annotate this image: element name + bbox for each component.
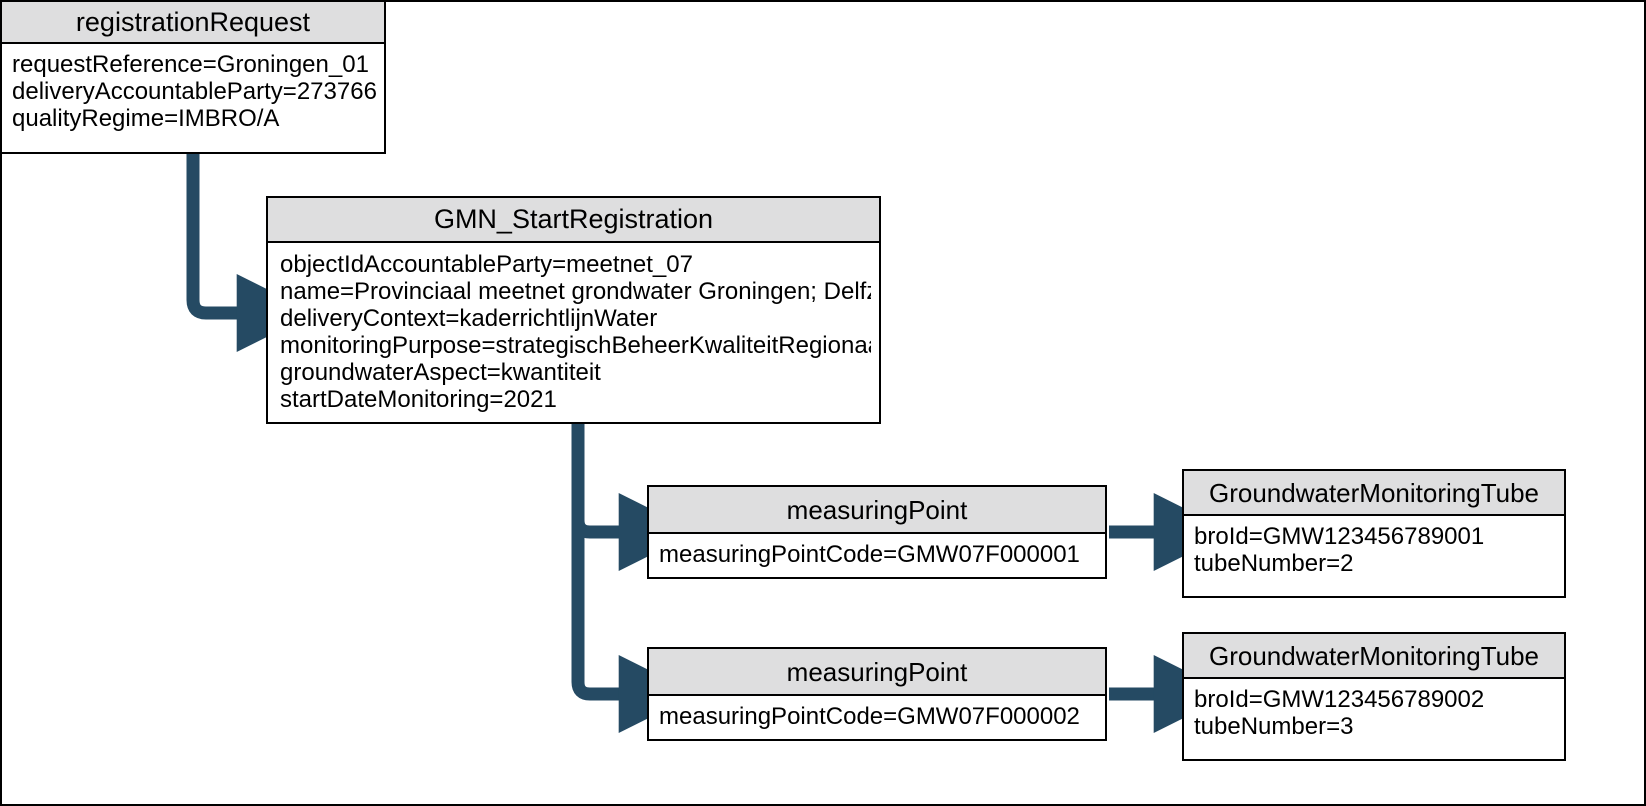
attribute-tube-number-2: tubeNumber=3 — [1194, 713, 1354, 740]
object-box-measuring-point-2[interactable]: measuringPoint measuringPointCode=GMW07F… — [647, 647, 1107, 741]
attribute-groundwater-aspect: groundwaterAspect=kwantiteit — [280, 359, 601, 386]
object-body-gmn-start-registration: objectIdAccountableParty=meetnet_07 name… — [268, 243, 879, 422]
object-box-groundwater-monitoring-tube-1[interactable]: GroundwaterMonitoringTube broId=GMW12345… — [1182, 469, 1566, 598]
connector-gmn-to-measuring-point-2 — [571, 424, 697, 733]
attribute-quality-regime: qualityRegime=IMBRO/A — [12, 105, 280, 132]
object-body-measuring-point-2: measuringPointCode=GMW07F000002 — [649, 696, 1105, 739]
object-body-groundwater-monitoring-tube-2: broId=GMW123456789002 tubeNumber=3 — [1184, 679, 1564, 759]
attribute-start-date-monitoring: startDateMonitoring=2021 — [280, 386, 557, 413]
attribute-bro-id-2: broId=GMW123456789002 — [1194, 686, 1485, 713]
attribute-delivery-accountable-party: deliveryAccountableParty=2737665 — [12, 78, 376, 105]
object-body-measuring-point-1: measuringPointCode=GMW07F000001 — [649, 534, 1105, 577]
attribute-tube-number-1: tubeNumber=2 — [1194, 550, 1354, 577]
attribute-measuring-point-code-2: measuringPointCode=GMW07F000002 — [659, 703, 1080, 730]
attribute-request-reference: requestReference=Groningen_01 — [12, 51, 369, 78]
object-header-registration-request: registrationRequest — [2, 2, 384, 44]
object-body-groundwater-monitoring-tube-1: broId=GMW123456789001 tubeNumber=2 — [1184, 516, 1564, 596]
attribute-name: name=Provinciaal meetnet grondwater Gron… — [280, 278, 871, 305]
attribute-object-id-accountable-party: objectIdAccountableParty=meetnet_07 — [280, 251, 693, 278]
attribute-delivery-context: deliveryContext=kaderrichtlijnWater — [280, 305, 658, 332]
object-box-measuring-point-1[interactable]: measuringPoint measuringPointCode=GMW07F… — [647, 485, 1107, 579]
object-header-gmn-start-registration: GMN_StartRegistration — [268, 198, 879, 243]
object-header-measuring-point-1: measuringPoint — [649, 487, 1105, 534]
attribute-monitoring-purpose: monitoringPurpose=strategischBeheerKwali… — [280, 332, 871, 359]
object-body-registration-request: requestReference=Groningen_01 deliveryAc… — [2, 44, 384, 152]
connector-gmn-to-measuring-point-1 — [571, 424, 697, 571]
object-box-registration-request[interactable]: registrationRequest requestReference=Gro… — [0, 0, 386, 154]
object-box-groundwater-monitoring-tube-2[interactable]: GroundwaterMonitoringTube broId=GMW12345… — [1182, 632, 1566, 761]
attribute-bro-id-1: broId=GMW123456789001 — [1194, 523, 1485, 550]
object-header-groundwater-monitoring-tube-2: GroundwaterMonitoringTube — [1184, 634, 1564, 679]
object-header-groundwater-monitoring-tube-1: GroundwaterMonitoringTube — [1184, 471, 1564, 516]
attribute-measuring-point-code-1: measuringPointCode=GMW07F000001 — [659, 541, 1080, 568]
object-box-gmn-start-registration[interactable]: GMN_StartRegistration objectIdAccountabl… — [266, 196, 881, 424]
object-header-measuring-point-2: measuringPoint — [649, 649, 1105, 696]
connector-registration-request-to-gmn — [186, 154, 315, 352]
